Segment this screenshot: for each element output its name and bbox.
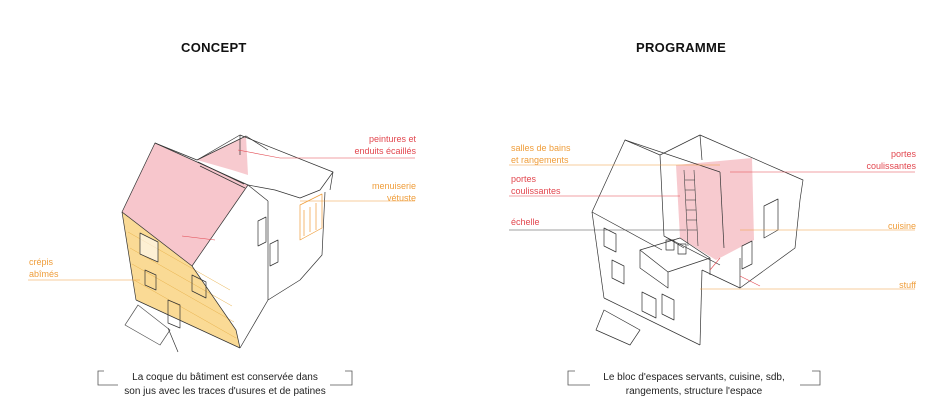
label-menuiserie-line1: menuiserie	[371, 181, 416, 191]
label-crepis-line1: crépis	[29, 257, 54, 267]
label-portes-left: portes coulissantes	[511, 173, 561, 197]
concept-title: CONCEPT	[181, 40, 247, 55]
programme-core-zone	[676, 158, 754, 260]
concept-house-drawing	[121, 134, 334, 353]
concept-leaders	[28, 149, 415, 281]
label-salles: salles de bains et rangements	[511, 142, 571, 166]
label-portes-right-line2: coulissantes	[866, 161, 916, 171]
label-portes-right-line1: portes	[890, 149, 916, 159]
programme-house-drawing	[591, 134, 804, 346]
programme-caption: Le bloc d'espaces servants, cuisine, sdb…	[576, 371, 812, 399]
label-stuff: stuff	[899, 280, 916, 290]
label-echelle: échelle	[511, 217, 540, 227]
label-menuiserie-line2: vétuste	[386, 193, 416, 203]
programme-leaders	[509, 164, 915, 290]
concept-caption: La coque du bâtiment est conservée dans …	[105, 371, 345, 399]
label-portes-left-line2: coulissantes	[511, 186, 561, 196]
concept-back-paint-zone	[197, 136, 248, 175]
caption-brackets	[97, 370, 821, 386]
label-peintures-line2: enduits écaillés	[354, 146, 416, 156]
programme-caption-line2: rangements, structure l'espace	[625, 386, 763, 397]
label-crepis: crépis abîmés	[29, 256, 59, 280]
label-menuiserie: menuiserie vétuste	[330, 180, 416, 204]
label-peintures-line1: peintures et	[368, 134, 416, 144]
concept-caption-line2: son jus avec les traces d'usures et de p…	[124, 386, 326, 397]
programme-title: PROGRAMME	[636, 40, 727, 55]
label-portes-left-line1: portes	[511, 174, 537, 184]
label-salles-line1: salles de bains	[511, 143, 571, 153]
programme-caption-line1: Le bloc d'espaces servants, cuisine, sdb…	[603, 372, 785, 383]
label-crepis-line2: abîmés	[29, 269, 59, 279]
label-salles-line2: et rangements	[511, 155, 569, 165]
label-cuisine: cuisine	[887, 221, 916, 231]
concept-caption-line1: La coque du bâtiment est conservée dans	[132, 372, 318, 383]
label-peintures: peintures et enduits écaillés	[330, 133, 416, 157]
label-portes-right: portes coulissantes	[830, 148, 916, 172]
